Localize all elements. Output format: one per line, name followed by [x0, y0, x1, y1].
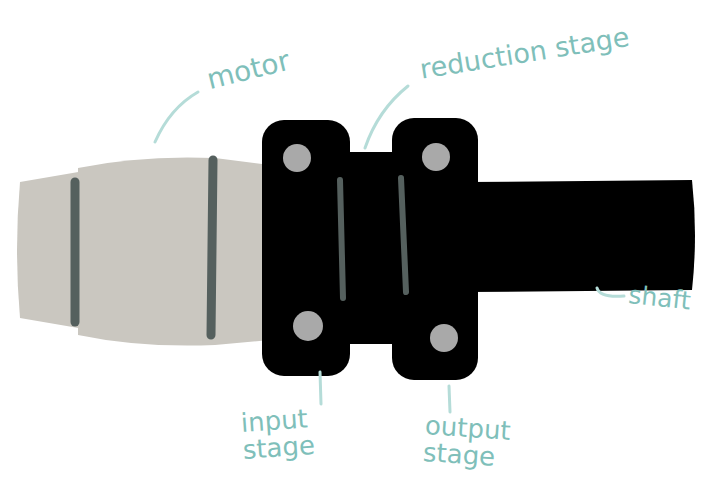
- leader-line: [155, 92, 198, 142]
- motor-band: [71, 182, 80, 322]
- motor-band: [211, 160, 213, 335]
- output-shaft: [468, 180, 695, 292]
- shaft-label: shaft: [627, 282, 692, 315]
- bolt: [293, 311, 323, 341]
- leader-line: [320, 372, 321, 404]
- leader-line: [597, 288, 624, 296]
- motor-label: motor: [204, 46, 293, 95]
- stage-groove: [340, 180, 343, 298]
- bolt: [430, 324, 458, 352]
- reduction-stage-label: reduction stage: [418, 23, 631, 84]
- motor-end-cap: [17, 170, 90, 330]
- motor-body: [78, 157, 270, 345]
- output-flange: [392, 118, 478, 380]
- input-flange: [262, 120, 350, 376]
- bolt: [422, 143, 450, 171]
- leader-line: [365, 86, 408, 148]
- bolt: [283, 144, 311, 172]
- input-stage-label: input stage: [240, 403, 344, 464]
- stage-groove: [401, 178, 406, 292]
- output-stage-label: output stage: [422, 412, 538, 474]
- leader-line: [449, 386, 450, 412]
